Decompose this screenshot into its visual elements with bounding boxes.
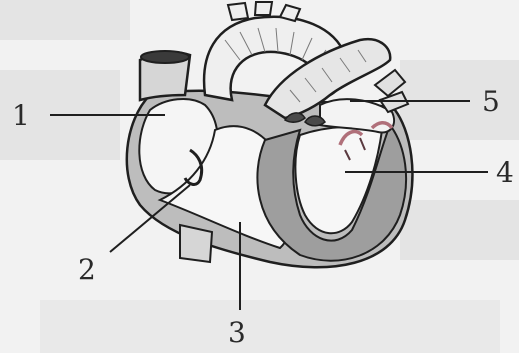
label-5: 5 bbox=[482, 85, 500, 118]
label-2: 2 bbox=[78, 253, 96, 286]
inferior-vena-cava bbox=[180, 225, 212, 262]
vena-cava-opening bbox=[141, 51, 189, 63]
label-4: 4 bbox=[496, 156, 514, 189]
label-3: 3 bbox=[228, 316, 246, 349]
label-1: 1 bbox=[12, 99, 30, 132]
